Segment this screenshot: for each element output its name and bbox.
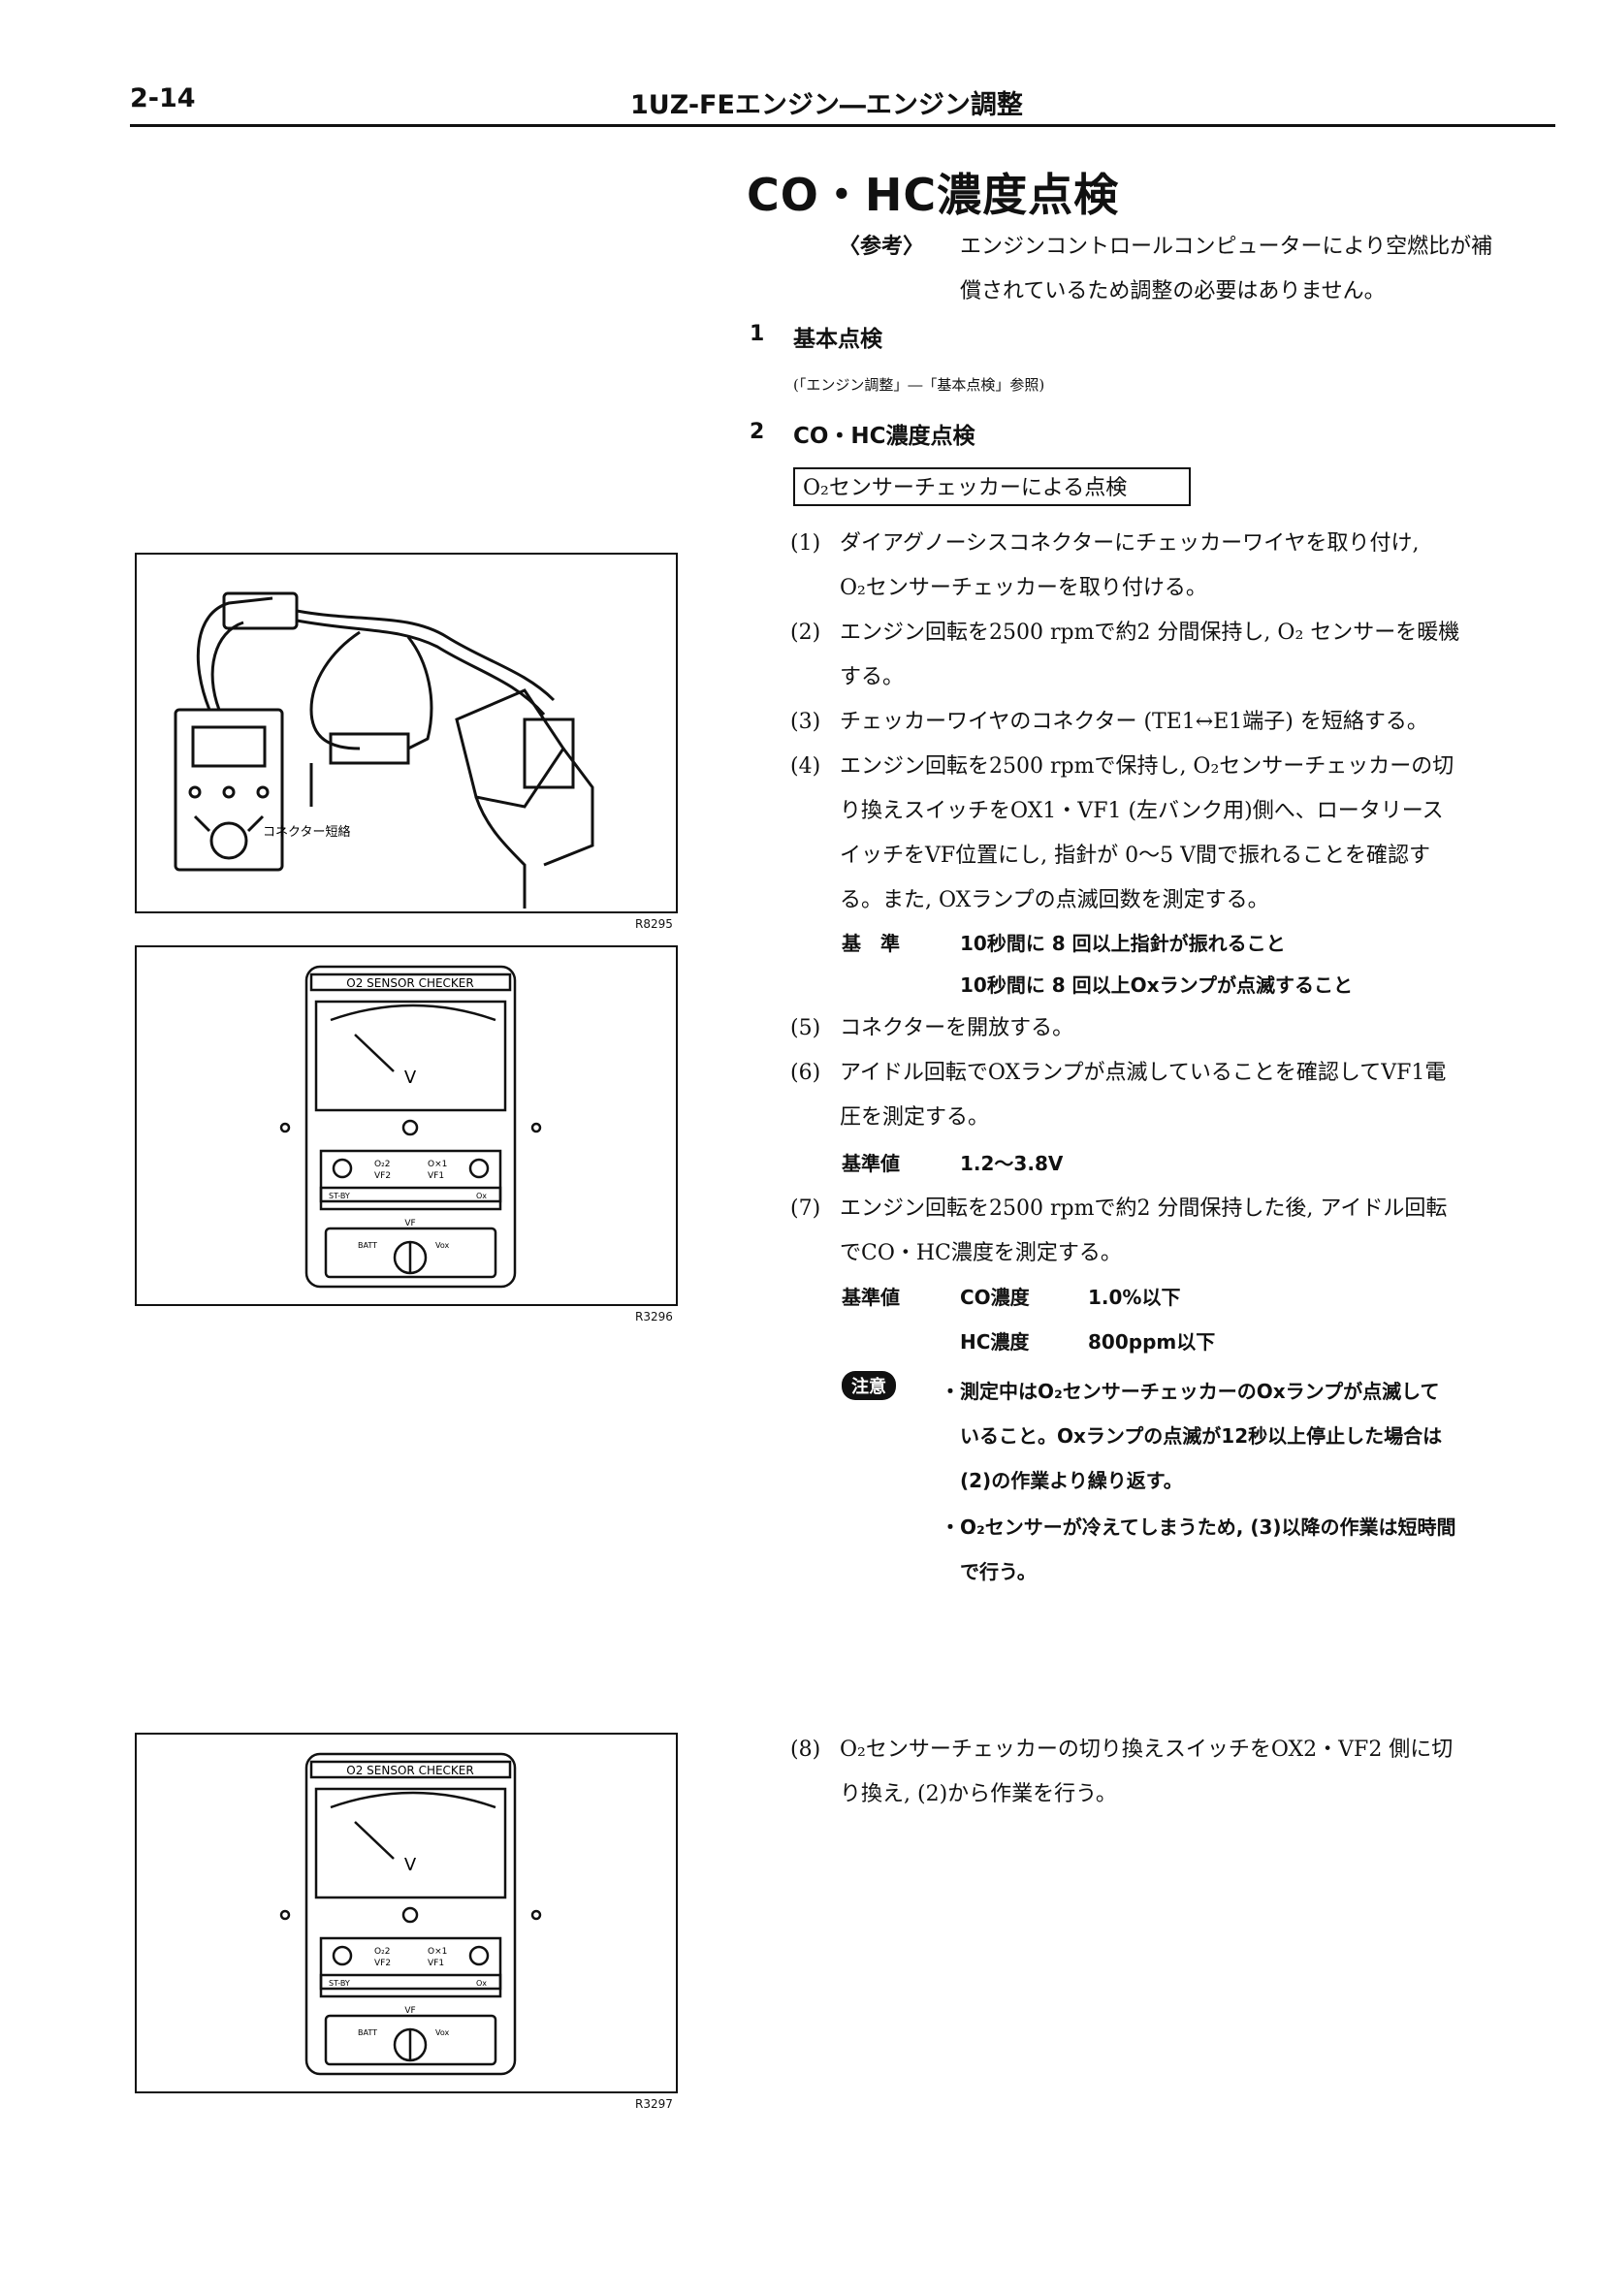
switch-right-label-2: VF1 — [428, 1171, 444, 1181]
procedure-line: エンジン回転を2500 rpmで約2 分間保持し, O₂ センサーを暖機 — [840, 621, 1460, 645]
caution-line: で行う。 — [960, 1560, 1037, 1583]
figure-checker-panel-2: O2 SENSOR CHECKER V O₂2 VF2 O×1 VF1 ST-B… — [135, 1733, 678, 2093]
figure-checker-wiring: コネクター短絡 — [135, 553, 678, 913]
step2-number: 2 — [750, 420, 765, 444]
procedure-line: チェッカーワイヤのコネクター (TE1↔E1端子) を短絡する。 — [840, 710, 1428, 734]
switch-left-label: O₂2 — [374, 1947, 390, 1957]
procedure-line: る。また, OXランプの点滅回数を測定する。 — [840, 888, 1269, 912]
caution-line: ・O₂センサーが冷えてしまうため, (3)以降の作業は短時間 — [941, 1515, 1456, 1539]
standard-value-label: 基準値 — [842, 1286, 900, 1309]
wiring-illustration: コネクター短絡 — [174, 591, 594, 909]
checker-panel-illustration: O2 SENSOR CHECKER V O₂2 VF2 O×1 VF1 ST-B… — [279, 1752, 542, 2076]
co-label: CO濃度 — [960, 1286, 1030, 1309]
meter-unit: V — [404, 1855, 417, 1875]
caution-line: (2)の作業より繰り返す。 — [960, 1469, 1183, 1492]
procedure-line: アイドル回転でOXランプが点滅していることを確認してVF1電 — [840, 1061, 1447, 1085]
switch-right-label: O×1 — [428, 1160, 447, 1169]
standard-line: 10秒間に 8 回以上指針が振れること — [960, 932, 1286, 955]
procedure-line: り換え, (2)から作業を行う。 — [840, 1782, 1117, 1806]
reference-label: 〈参考〉 — [839, 235, 925, 259]
switch-left-label: O₂2 — [374, 1160, 390, 1169]
standard-label: 基 準 — [842, 932, 900, 955]
panel-title: O2 SENSOR CHECKER — [346, 1764, 473, 1777]
switch-right-label: O×1 — [428, 1947, 447, 1957]
switch-left-label-2: VF2 — [374, 1959, 391, 1968]
tab-right-label: Ox — [476, 1192, 487, 1200]
co-value: 1.0%以下 — [1088, 1286, 1181, 1309]
tab-left-label: ST-BY — [329, 1979, 350, 1988]
caution-line: ・測定中はO₂センサーチェッカーのOxランプが点滅して — [941, 1380, 1440, 1403]
procedure-line: エンジン回転を2500 rpmで保持し, O₂センサーチェッカーの切 — [840, 754, 1454, 779]
standard-value: 1.2～3.8V — [960, 1152, 1064, 1175]
running-title: 1UZ-FEエンジン―エンジン調整 — [630, 90, 1023, 120]
procedure-line: エンジン回転を2500 rpmで約2 分間保持した後, アイドル回転 — [840, 1196, 1448, 1221]
step1-number: 1 — [750, 322, 765, 346]
callout-connector-short: コネクター短絡 — [263, 824, 350, 840]
procedure-number: (5) — [790, 1016, 821, 1040]
procedure-number: (2) — [790, 621, 821, 645]
procedure-line: イッチをVF位置にし, 指針が 0～5 V間で振れることを確認す — [840, 844, 1431, 868]
procedure-line: でCO・HC濃度を測定する。 — [840, 1241, 1122, 1265]
procedure-number: (8) — [790, 1738, 821, 1762]
procedure-number: (1) — [790, 531, 821, 556]
rotary-left-label: BATT — [358, 2028, 377, 2037]
checker-inspection-box: O₂センサーチェッカーによる点検 — [793, 467, 1191, 506]
standard-value-label: 基準値 — [842, 1152, 900, 1175]
rotary-right-label: Vox — [435, 2028, 450, 2037]
hc-label: HC濃度 — [960, 1330, 1030, 1354]
caution-badge: 注意 — [842, 1371, 896, 1400]
procedure-number: (6) — [790, 1061, 821, 1085]
procedure-line: り換えスイッチをOX1・VF1 (左バンク用)側へ、ロータリース — [840, 799, 1444, 823]
procedure-line: O₂センサーチェッカーの切り換えスイッチをOX2・VF2 側に切 — [840, 1738, 1454, 1762]
rotary-top-label: VF — [404, 2006, 415, 2016]
meter-unit: V — [404, 1068, 417, 1088]
switch-left-label-2: VF2 — [374, 1171, 391, 1181]
hc-value: 800ppm以下 — [1088, 1330, 1216, 1354]
checker-panel-illustration: O2 SENSOR CHECKER V O₂2 VF2 O×1 VF1 ST-B… — [279, 965, 542, 1289]
procedure-line: ダイアグノーシスコネクターにチェッカーワイヤを取り付け, — [840, 531, 1420, 556]
rotary-right-label: Vox — [435, 1241, 450, 1250]
procedure-number: (7) — [790, 1196, 821, 1221]
reference-text-1: エンジンコントロールコンピューターにより空燃比が補 — [960, 235, 1493, 259]
figure-code: R8295 — [635, 917, 673, 931]
procedure-line: コネクターを開放する。 — [840, 1016, 1074, 1040]
header-rule — [130, 124, 1555, 127]
section-title: CO・HC濃度点検 — [747, 169, 1120, 221]
standard-line: 10秒間に 8 回以上Oxランプが点滅すること — [960, 973, 1353, 997]
procedure-line: する。 — [840, 665, 905, 689]
panel-title: O2 SENSOR CHECKER — [346, 976, 473, 990]
rotary-top-label: VF — [404, 1219, 415, 1228]
procedure-line: O₂センサーチェッカーを取り付ける。 — [840, 576, 1207, 600]
step2-title: CO・HC濃度点検 — [793, 424, 975, 449]
procedure-number: (3) — [790, 710, 821, 734]
figure-code: R3297 — [635, 2097, 673, 2111]
figure-checker-panel-1: O2 SENSOR CHECKER V O₂2 VF2 O×1 VF1 ST-B… — [135, 945, 678, 1306]
figure-code: R3296 — [635, 1310, 673, 1323]
procedure-number: (4) — [790, 754, 821, 779]
step1-title: 基本点検 — [793, 327, 882, 352]
switch-right-label-2: VF1 — [428, 1959, 444, 1968]
caution-line: いること。Oxランプの点滅が12秒以上停止した場合は — [960, 1424, 1443, 1448]
rotary-left-label: BATT — [358, 1241, 377, 1250]
tab-right-label: Ox — [476, 1979, 487, 1988]
step1-note: (「エンジン調整」―「基本点検」参照) — [793, 376, 1045, 394]
procedure-line: 圧を測定する。 — [840, 1105, 990, 1130]
tab-left-label: ST-BY — [329, 1192, 350, 1200]
page-number: 2-14 — [130, 83, 196, 113]
reference-text-2: 償されているため調整の必要はありません。 — [960, 279, 1386, 303]
